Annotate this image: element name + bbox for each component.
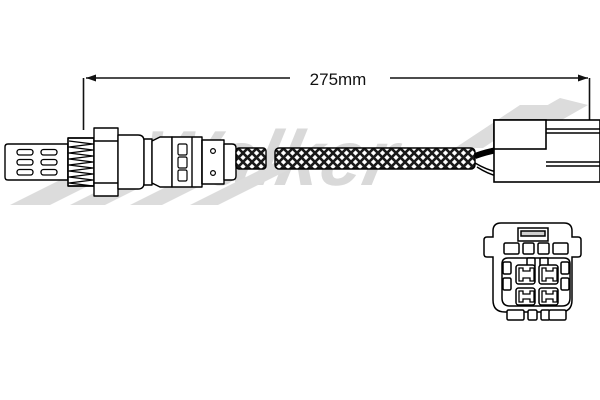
dimension-arrow-left: [86, 74, 96, 82]
dimension-label: 275mm: [310, 70, 367, 89]
keying-slot: [552, 242, 569, 255]
keying-slot-bottom: [527, 309, 538, 321]
keying-slot: [537, 242, 550, 255]
sensor-body-shoulder: [117, 134, 153, 190]
strain-relief-collar: [223, 143, 237, 181]
crimp-ferrule: [171, 136, 203, 188]
grommet-hole: [210, 148, 217, 155]
vent-slot: [16, 148, 34, 156]
sensor-assembly: [4, 127, 237, 197]
hex-nut: [93, 127, 119, 197]
guide-slot: [502, 261, 512, 275]
locking-tab-slot: [520, 230, 546, 237]
braided-cable-segment-2: [274, 147, 476, 170]
guide-slot: [502, 277, 512, 291]
harness-connector: [493, 119, 600, 183]
terminal-cavities: [515, 264, 559, 306]
braided-cable-segment-1: [235, 147, 267, 170]
threaded-boss: [67, 137, 95, 187]
terminal-pin: [538, 264, 559, 285]
ferrule-rib: [177, 143, 188, 156]
vent-slot: [40, 148, 58, 156]
keying-slot-bottom: [548, 309, 567, 321]
terminal-pin: [515, 287, 536, 306]
keying-slot: [503, 242, 520, 255]
ferrule-rib: [177, 169, 188, 182]
keying-slot: [522, 242, 535, 255]
grommet-hole: [210, 170, 217, 177]
connector-inner-wall: [501, 257, 571, 307]
connector-face-view: [483, 222, 582, 321]
terminal-pin: [538, 287, 559, 306]
keying-slot-bottom: [506, 309, 525, 321]
vent-slot: [40, 158, 58, 166]
vent-slot: [16, 168, 34, 176]
vent-slot: [40, 168, 58, 176]
grommet-block: [201, 139, 225, 185]
connector-step: [493, 119, 547, 150]
guide-slot: [560, 277, 570, 291]
dimension-arrow-right: [578, 74, 588, 82]
vented-sensor-tip: [4, 143, 69, 181]
ferrule-rib: [177, 156, 188, 169]
sensor-body-taper: [151, 136, 173, 188]
terminal-pin: [515, 264, 536, 285]
guide-slot: [560, 261, 570, 275]
vent-slot: [16, 158, 34, 166]
